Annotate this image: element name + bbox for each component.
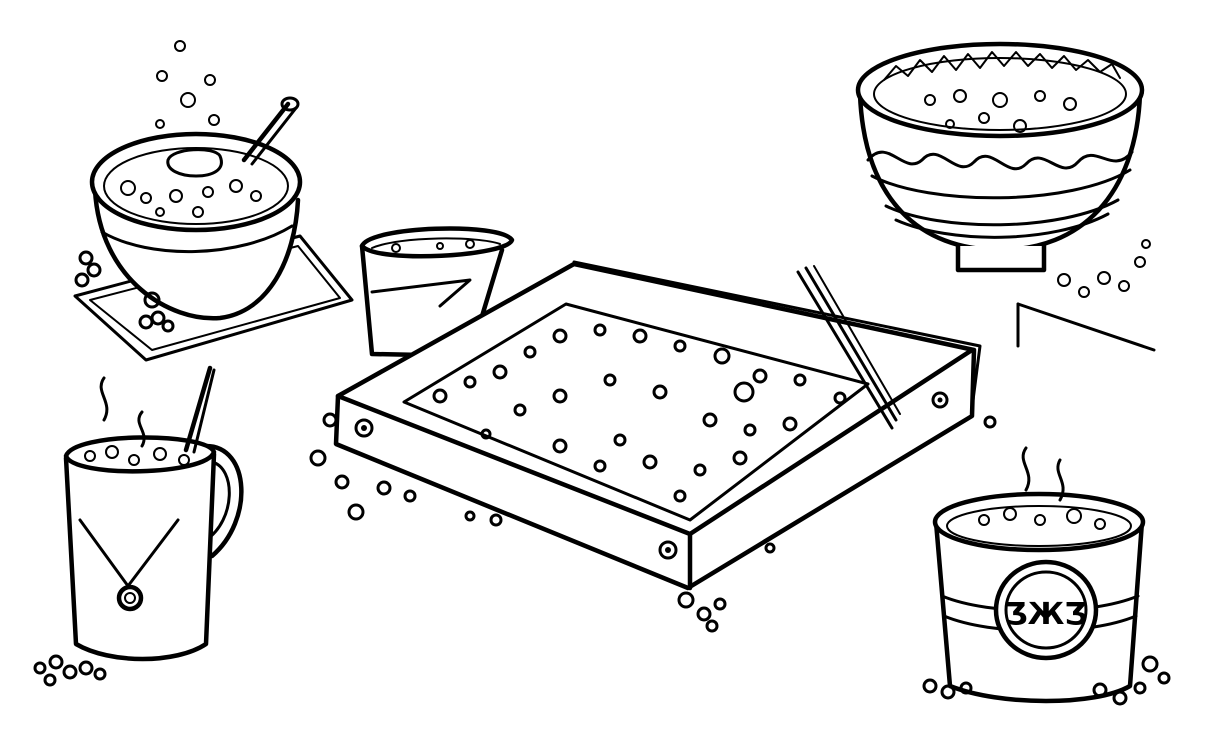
patterned-bowl: [855, 41, 1156, 352]
bowl-with-spoon-on-mat: [73, 40, 354, 362]
tub-with-seal-label: ƷЖƷ: [922, 446, 1171, 706]
baking-tray-with-chopsticks: [309, 260, 997, 633]
seal-label: ƷЖƷ: [1004, 597, 1087, 632]
mug-with-straw: [33, 365, 244, 687]
